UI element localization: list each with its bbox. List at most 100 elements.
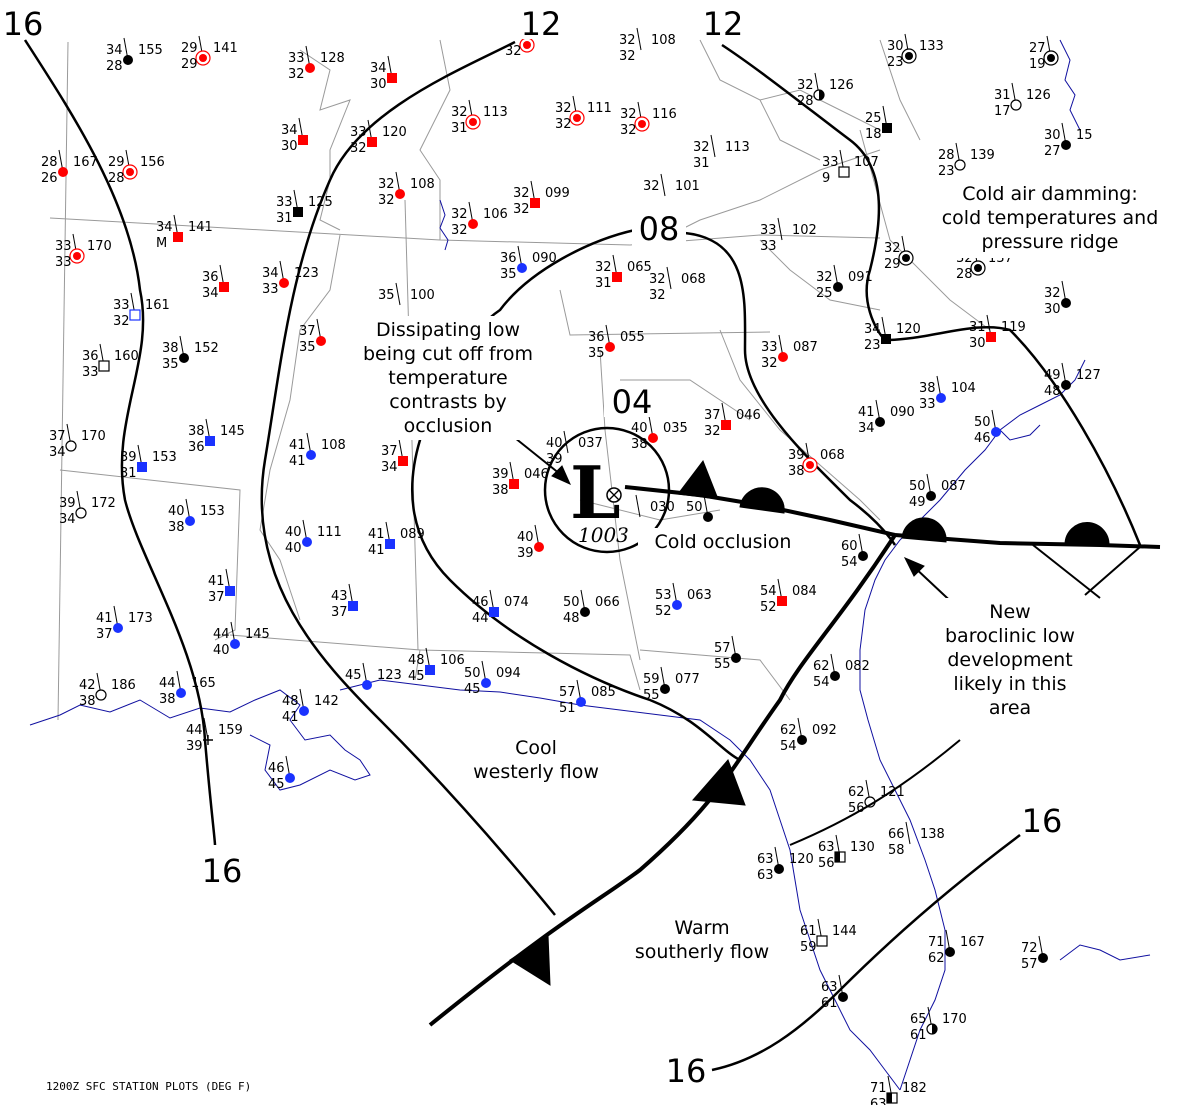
station-symbol <box>881 334 891 344</box>
station-symbol <box>778 352 788 362</box>
station-temperature: 34 <box>370 61 387 76</box>
station-temperature: 40 <box>631 421 648 436</box>
station-dewpoint: 35 <box>162 357 179 372</box>
station-temperature: 29 <box>181 41 198 56</box>
station-temperature: 36 <box>588 330 605 345</box>
station-temperature: 72 <box>1021 941 1038 956</box>
station-symbol <box>648 433 658 443</box>
station-temperature: 34 <box>262 266 279 281</box>
station-dewpoint: 38 <box>159 692 176 707</box>
station-temperature: 36 <box>500 251 517 266</box>
station-pressure: 090 <box>890 405 915 420</box>
station-pressure: 145 <box>220 424 245 439</box>
annotation-new-low-line: New <box>989 601 1030 623</box>
station-dewpoint: 38 <box>631 437 648 452</box>
station-pressure: 063 <box>687 588 712 603</box>
station-pressure: 077 <box>675 672 700 687</box>
station-temperature: 41 <box>208 574 225 589</box>
station-symbol <box>882 123 892 133</box>
station-temperature: 39 <box>59 496 76 511</box>
station-temperature: 37 <box>381 444 398 459</box>
station-pressure: 113 <box>483 105 508 120</box>
station-dewpoint: 38 <box>168 520 185 535</box>
station-dewpoint: 30 <box>370 77 387 92</box>
station-dewpoint: 52 <box>655 604 672 619</box>
station-pressure: 161 <box>145 298 170 313</box>
station-pressure: 156 <box>140 155 165 170</box>
station-symbol <box>98 360 110 372</box>
station-symbol <box>672 600 682 610</box>
station-symbol <box>576 697 586 707</box>
station-dewpoint: 34 <box>59 512 76 527</box>
station-symbol <box>73 252 81 260</box>
station-temperature: 39 <box>788 448 805 463</box>
station-temperature: 39 <box>492 467 509 482</box>
station-temperature: 60 <box>841 539 858 554</box>
station-symbol <box>385 539 395 549</box>
station-dewpoint: 23 <box>938 164 955 179</box>
station-pressure: 144 <box>832 924 857 939</box>
station-dewpoint: 32 <box>704 424 721 439</box>
station-temperature: 35 <box>378 288 395 303</box>
station-symbol <box>230 639 240 649</box>
station-symbol <box>1010 99 1022 111</box>
station-dewpoint: 45 <box>464 682 481 697</box>
fronts <box>428 459 1161 1027</box>
station-symbol <box>285 773 295 783</box>
station-pressure: 119 <box>1001 320 1026 335</box>
station-temperature: 32 <box>797 78 814 93</box>
annotation-cad-line: pressure ridge <box>981 231 1118 253</box>
station-symbol <box>816 935 828 947</box>
station-symbol <box>173 232 183 242</box>
warm-front-semicircle <box>901 517 947 543</box>
station-temperature: 28 <box>938 148 955 163</box>
station-symbol <box>306 450 316 460</box>
station-dewpoint: 58 <box>888 843 905 858</box>
station-temperature: 50 <box>686 500 703 515</box>
station-temperature: 29 <box>108 155 125 170</box>
station-dewpoint: 56 <box>818 856 835 871</box>
station-dewpoint: 52 <box>760 600 777 615</box>
station-dewpoint: 31 <box>120 466 137 481</box>
station-dewpoint: 61 <box>910 1028 927 1043</box>
station-dewpoint: 34 <box>49 445 66 460</box>
station-temperature: 33 <box>761 340 778 355</box>
annotation-cold-occlusion: Cold occlusion <box>638 528 810 554</box>
station-symbol <box>129 309 141 321</box>
station-symbol <box>838 992 848 1002</box>
station-pressure: 030 <box>650 500 675 515</box>
annotation-warm-line: southerly flow <box>635 941 769 963</box>
station-dewpoint: 39 <box>517 546 534 561</box>
cold-front-triangle <box>509 934 551 986</box>
station-dewpoint: 56 <box>848 801 865 816</box>
station-temperature: 40 <box>285 525 302 540</box>
station-symbol <box>887 1093 892 1103</box>
